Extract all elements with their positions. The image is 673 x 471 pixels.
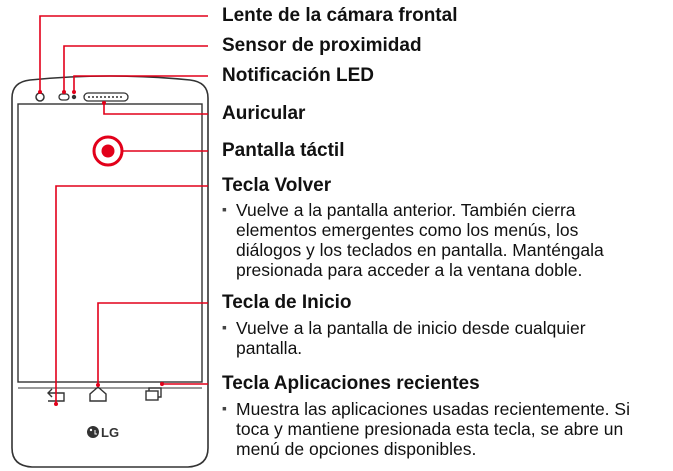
phone-illustration (11, 75, 209, 468)
desc-line: Muestra las aplicaciones usadas reciente… (236, 399, 630, 419)
desc-line: Vuelve a la pantalla de inicio desde cua… (236, 318, 586, 338)
leader-proximity (63, 45, 208, 92)
bullet-icon: ▪ (222, 400, 227, 416)
label-home-key: Tecla de Inicio (222, 292, 352, 313)
leader-back-key (55, 185, 208, 404)
touch-target-icon (92, 135, 124, 167)
desc-line: pantalla. (236, 338, 303, 358)
label-led-notification: Notificación LED (222, 65, 375, 86)
bullet-icon: ▪ (222, 201, 227, 217)
leader-home-key (97, 302, 208, 385)
label-proximity-sensor: Sensor de proximidad (222, 35, 422, 56)
lg-logo: LG (87, 425, 119, 440)
desc-line: presionada para acceder a la ventana dob… (236, 260, 583, 280)
led-indicator-icon (71, 94, 77, 100)
proximity-sensor-icon (58, 93, 70, 101)
desc-back-key: ▪ Vuelve a la pantalla anterior. También… (222, 200, 604, 280)
label-recent-apps-key: Tecla Aplicaciones recientes (222, 373, 480, 394)
leader-front-camera (39, 15, 208, 92)
earpiece-grille-icon (83, 92, 129, 102)
label-front-camera: Lente de la cámara frontal (222, 5, 458, 26)
recent-apps-key-icon (145, 387, 162, 401)
label-touchscreen: Pantalla táctil (222, 140, 345, 161)
desc-recent-apps-key: ▪ Muestra las aplicaciones usadas recien… (222, 399, 630, 459)
label-back-key: Tecla Volver (222, 175, 332, 196)
leader-dots (38, 90, 164, 406)
desc-line: toca y mantiene presionada esta tecla, s… (236, 419, 624, 439)
bullet-icon: ▪ (222, 319, 227, 335)
desc-line: Vuelve a la pantalla anterior. También c… (236, 200, 576, 220)
desc-home-key: ▪ Vuelve a la pantalla de inicio desde c… (222, 318, 586, 358)
home-key-icon (89, 386, 107, 402)
label-earpiece: Auricular (222, 103, 306, 124)
front-camera-icon (35, 92, 45, 102)
leader-led (73, 75, 208, 92)
phone-screen (17, 103, 203, 383)
desc-line: menú de opciones disponibles. (236, 439, 477, 459)
phone-outline (11, 75, 209, 468)
lg-logo-text: LG (101, 425, 119, 440)
leader-earpiece (103, 103, 208, 115)
desc-line: diálogos y los teclados en pantalla. Man… (236, 240, 604, 260)
desc-line: elementos emergentes como los menús, los (236, 220, 579, 240)
leader-lines (39, 15, 208, 404)
